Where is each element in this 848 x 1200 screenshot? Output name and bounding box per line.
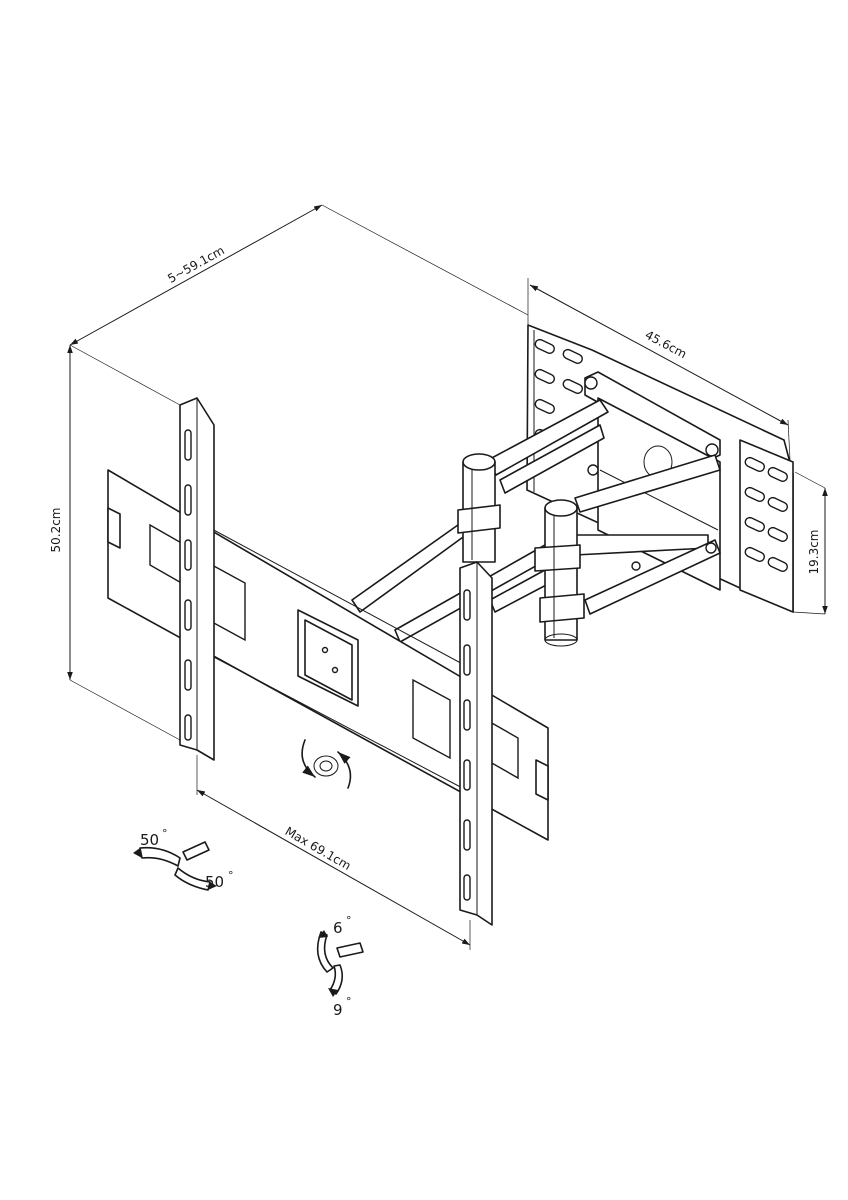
swivel-left-degree: °: [162, 827, 168, 840]
vertical-rail-right: [459, 561, 493, 926]
pivot-joint-rear: [534, 499, 585, 647]
dimension-depth: 5~59.1cm: [69, 204, 529, 406]
swivel-right-angle: 50: [205, 873, 224, 891]
dimension-wall-plate-width-label: 45.6cm: [643, 328, 689, 361]
vesa-center-box: [297, 609, 359, 707]
tilt-down-angle: 9: [333, 1001, 343, 1019]
pivot-joints: [457, 453, 585, 647]
swivel-right-degree: °: [228, 869, 234, 882]
swivel-left-angle: 50: [140, 831, 159, 849]
vertical-rail-left: [179, 397, 215, 761]
dimension-depth-label: 5~59.1cm: [165, 243, 227, 286]
dimension-height: 50.2cm: [49, 345, 181, 741]
tilt-angle-indicator: 6 ° 9 °: [316, 914, 364, 1019]
dimension-plate-height-label: 19.3cm: [807, 529, 821, 574]
pivot-joint-front: [457, 453, 501, 563]
swivel-angle-indicator: 50 ° 50 °: [133, 827, 234, 891]
tv-plate: [107, 469, 549, 841]
dimension-plate-height: 19.3cm: [792, 471, 828, 615]
dimension-max-width-label: Max 69.1cm: [283, 824, 354, 873]
rotation-icon: [301, 739, 352, 789]
tilt-up-degree: °: [346, 914, 352, 927]
tilt-down-degree: °: [346, 995, 352, 1008]
dimension-height-label: 50.2cm: [49, 507, 63, 552]
tilt-up-angle: 6: [333, 919, 343, 937]
